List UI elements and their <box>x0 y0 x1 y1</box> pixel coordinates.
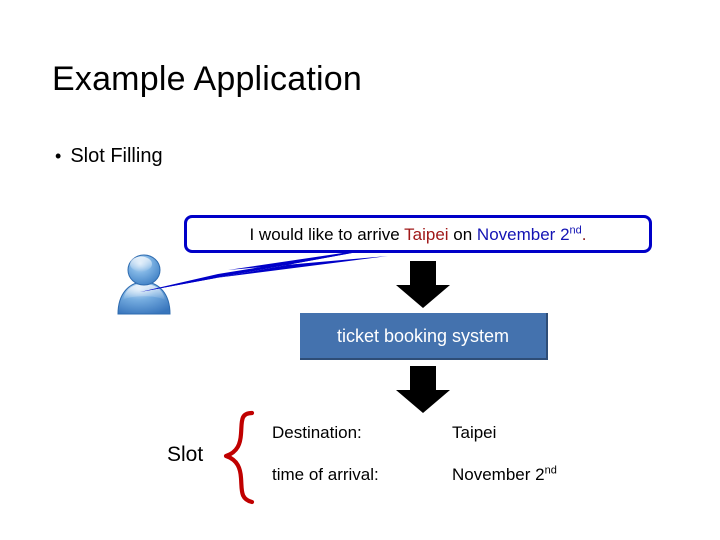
utterance-period: . <box>581 224 587 244</box>
down-arrow-icon <box>395 366 451 414</box>
system-box-label: ticket booking system <box>336 325 510 346</box>
down-arrow-icon <box>395 261 451 309</box>
utterance-destination: Taipei <box>404 224 449 244</box>
slot-key: time of arrival: <box>272 465 379 484</box>
utterance-middle: on <box>448 224 477 244</box>
slot-value: November 2nd <box>452 465 557 485</box>
slot-value-text: November 2 <box>452 465 545 484</box>
bullet-item-label: Slot Filling <box>70 145 163 167</box>
utterance-prefix: I would like to arrive <box>249 224 405 244</box>
bullet-marker-icon: • <box>55 146 62 166</box>
slot-value-text: Taipei <box>452 423 497 442</box>
slot-value-suffix: nd <box>544 464 557 477</box>
utterance-date-suffix: nd <box>569 223 582 236</box>
table-row: Destination: Taipei <box>272 423 612 465</box>
table-row: time of arrival: November 2nd <box>272 465 612 507</box>
system-box: ticket booking system <box>300 313 548 360</box>
page-title: Example Application <box>52 60 362 98</box>
slot-value: Taipei <box>452 423 496 443</box>
avatar <box>113 252 175 318</box>
bullet-item: • Slot Filling <box>55 145 163 168</box>
slot-table: Destination: Taipei time of arrival: Nov… <box>272 423 612 507</box>
slot-group-label: Slot <box>167 443 204 466</box>
utterance-text: I would like to arrive Taipei on Novembe… <box>249 223 587 244</box>
slot-key: Destination: <box>272 423 362 442</box>
curly-brace-icon <box>218 410 262 506</box>
utterance-date: November 2 <box>476 224 570 244</box>
utterance-bubble: I would like to arrive Taipei on Novembe… <box>184 215 652 253</box>
